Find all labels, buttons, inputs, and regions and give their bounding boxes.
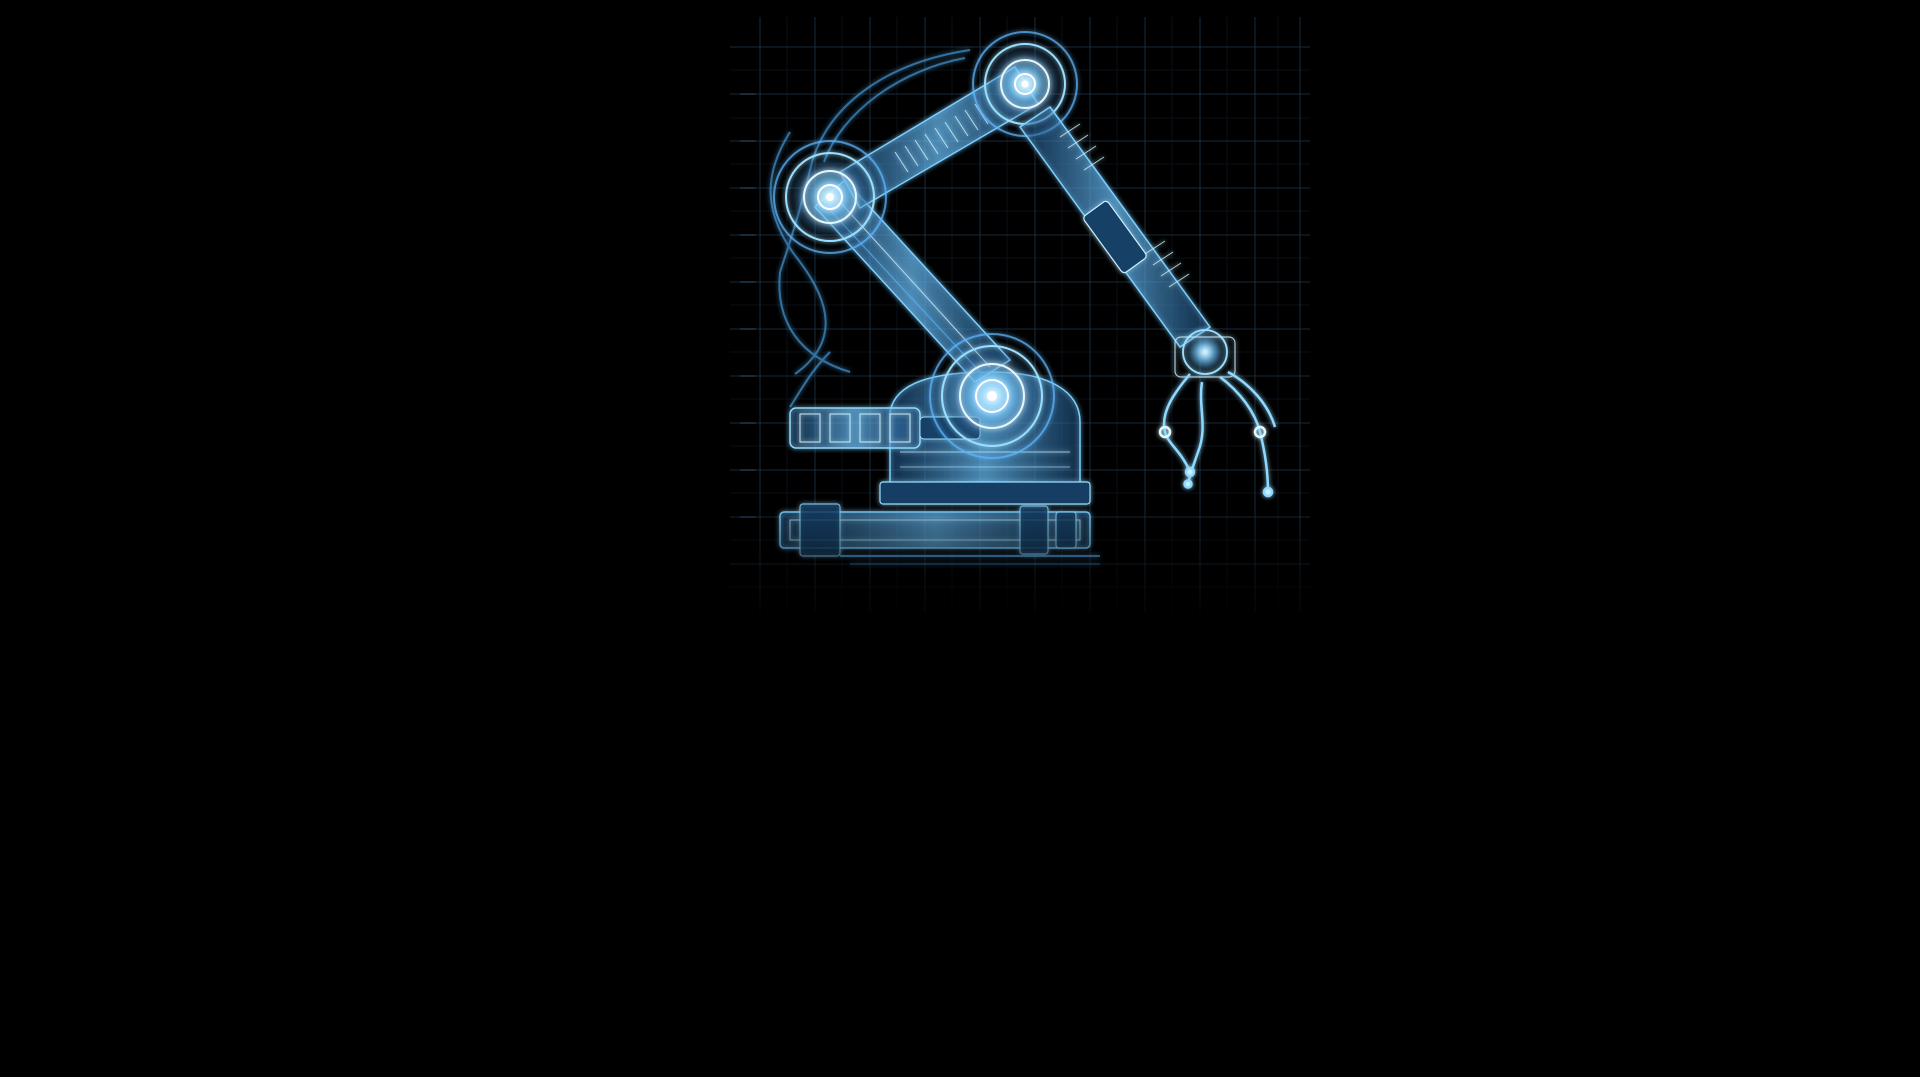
robot-arm-blueprint-image [720,12,1320,624]
robot-arm-illustration [720,12,1320,624]
